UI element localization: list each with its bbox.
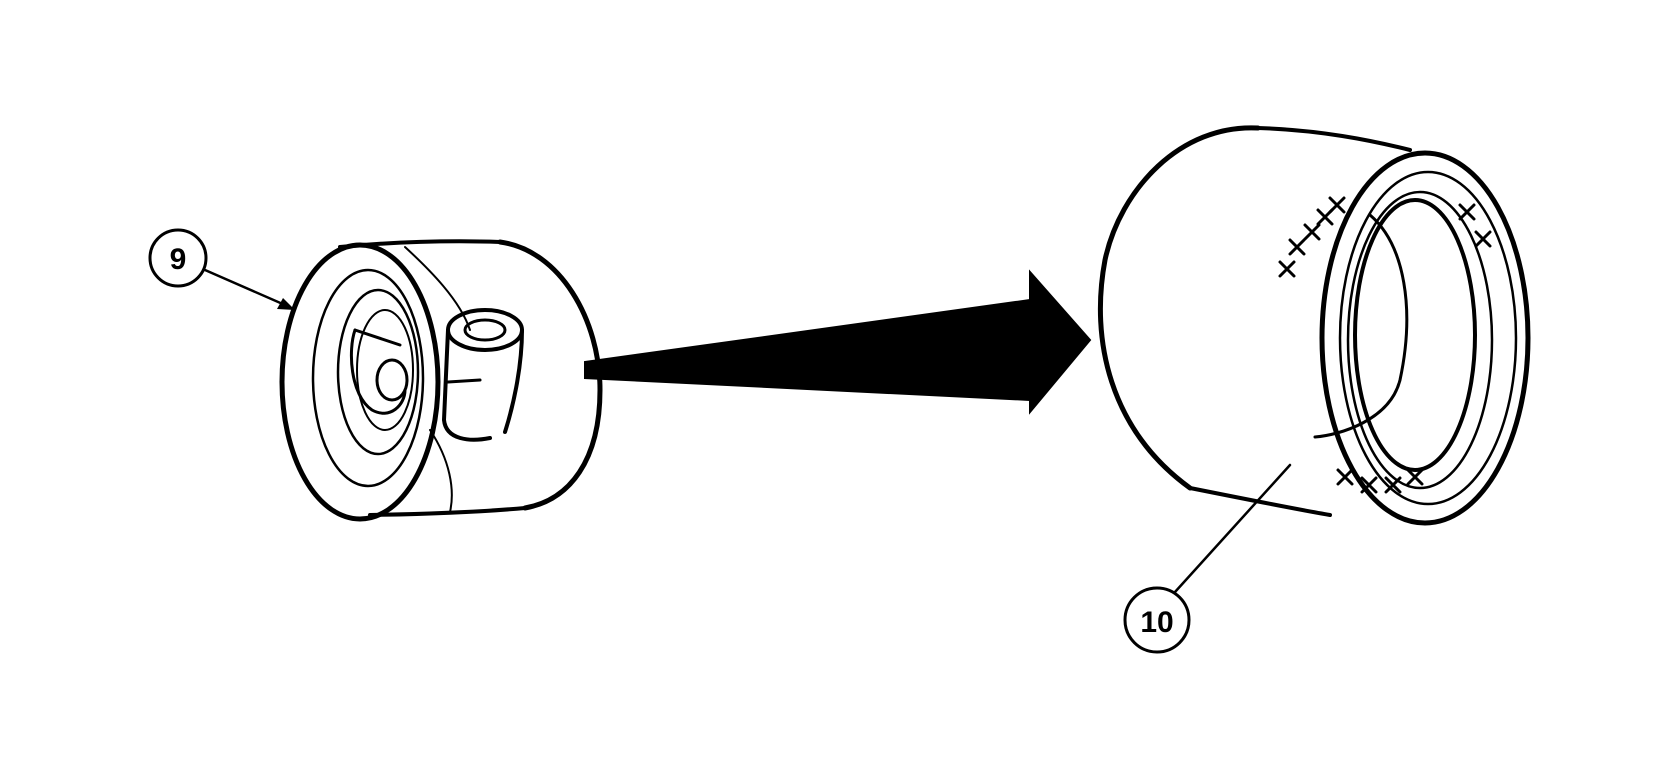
callout-10-label: 10 [1140, 606, 1173, 639]
part-9-hub [279, 239, 603, 522]
callout-9: 9 [148, 228, 295, 310]
roller-marks-upper-right [1458, 203, 1492, 248]
transition-arrow [584, 269, 1092, 415]
roller-marks-bottom [1336, 468, 1424, 494]
part-9-fitting [442, 308, 524, 442]
callout-9-label: 9 [170, 243, 187, 276]
part-10-bearing [1097, 125, 1531, 526]
callout-10: 10 [1123, 463, 1292, 654]
roller-marks-upper-left [1278, 196, 1346, 278]
